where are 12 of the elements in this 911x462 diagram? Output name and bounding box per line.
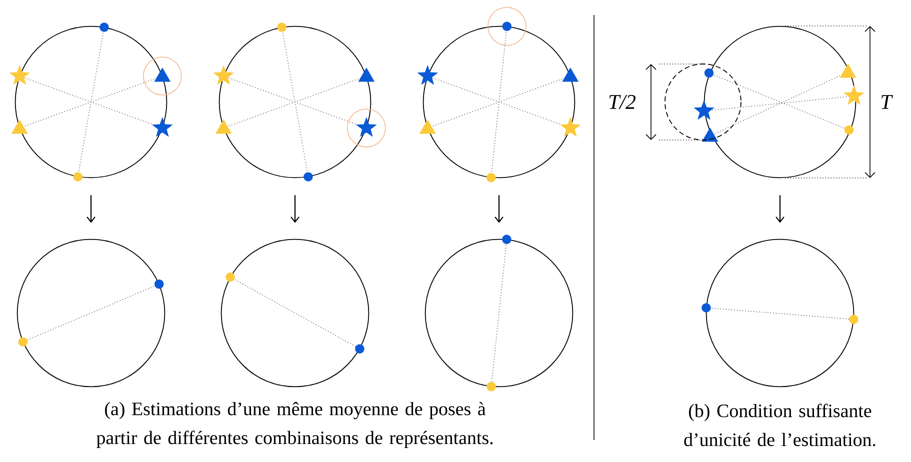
subfigure-caption: (a) Estimations d’une même moyenne de poses à partir de différentes combinaisons de représentants. xyxy=(96,402,493,448)
arrow xyxy=(494,195,504,223)
circle xyxy=(704,26,856,178)
dimension-label: T xyxy=(882,95,894,109)
arrow xyxy=(86,195,96,223)
circle xyxy=(220,238,370,388)
circle xyxy=(16,238,166,388)
arrow xyxy=(290,195,300,223)
arrow xyxy=(776,195,784,223)
circle xyxy=(424,238,574,388)
circle xyxy=(706,238,854,388)
dimension-label: T/2 xyxy=(609,94,636,110)
